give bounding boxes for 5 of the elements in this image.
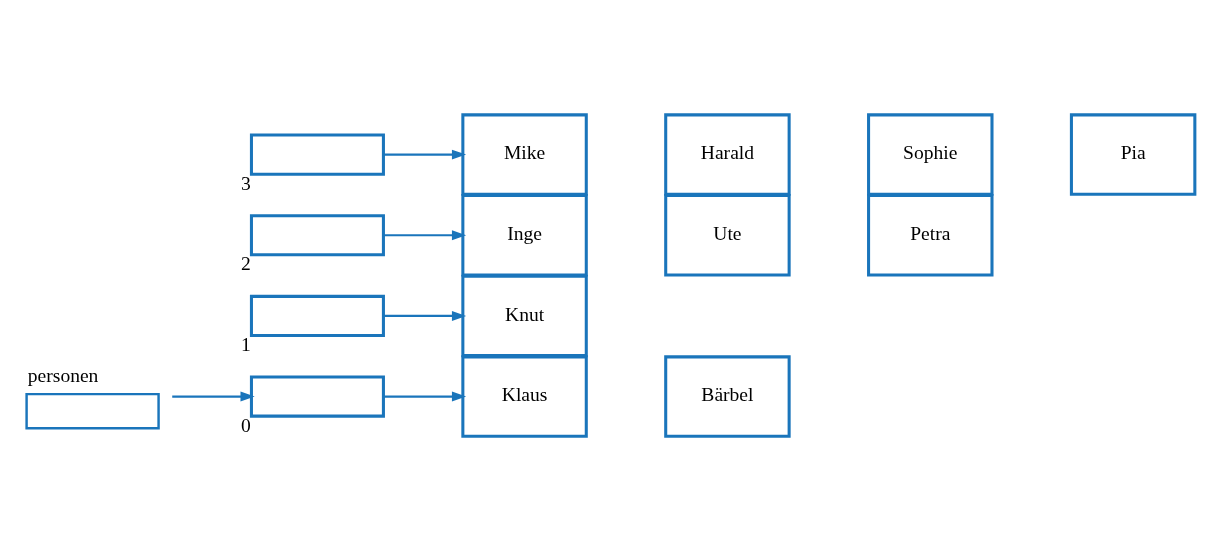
node-label: 3 <box>241 172 251 194</box>
node-label: personen <box>27 364 99 386</box>
node-label: 1 <box>241 333 251 355</box>
node-label: 0 <box>241 414 251 436</box>
node-label: 2 <box>241 252 251 274</box>
